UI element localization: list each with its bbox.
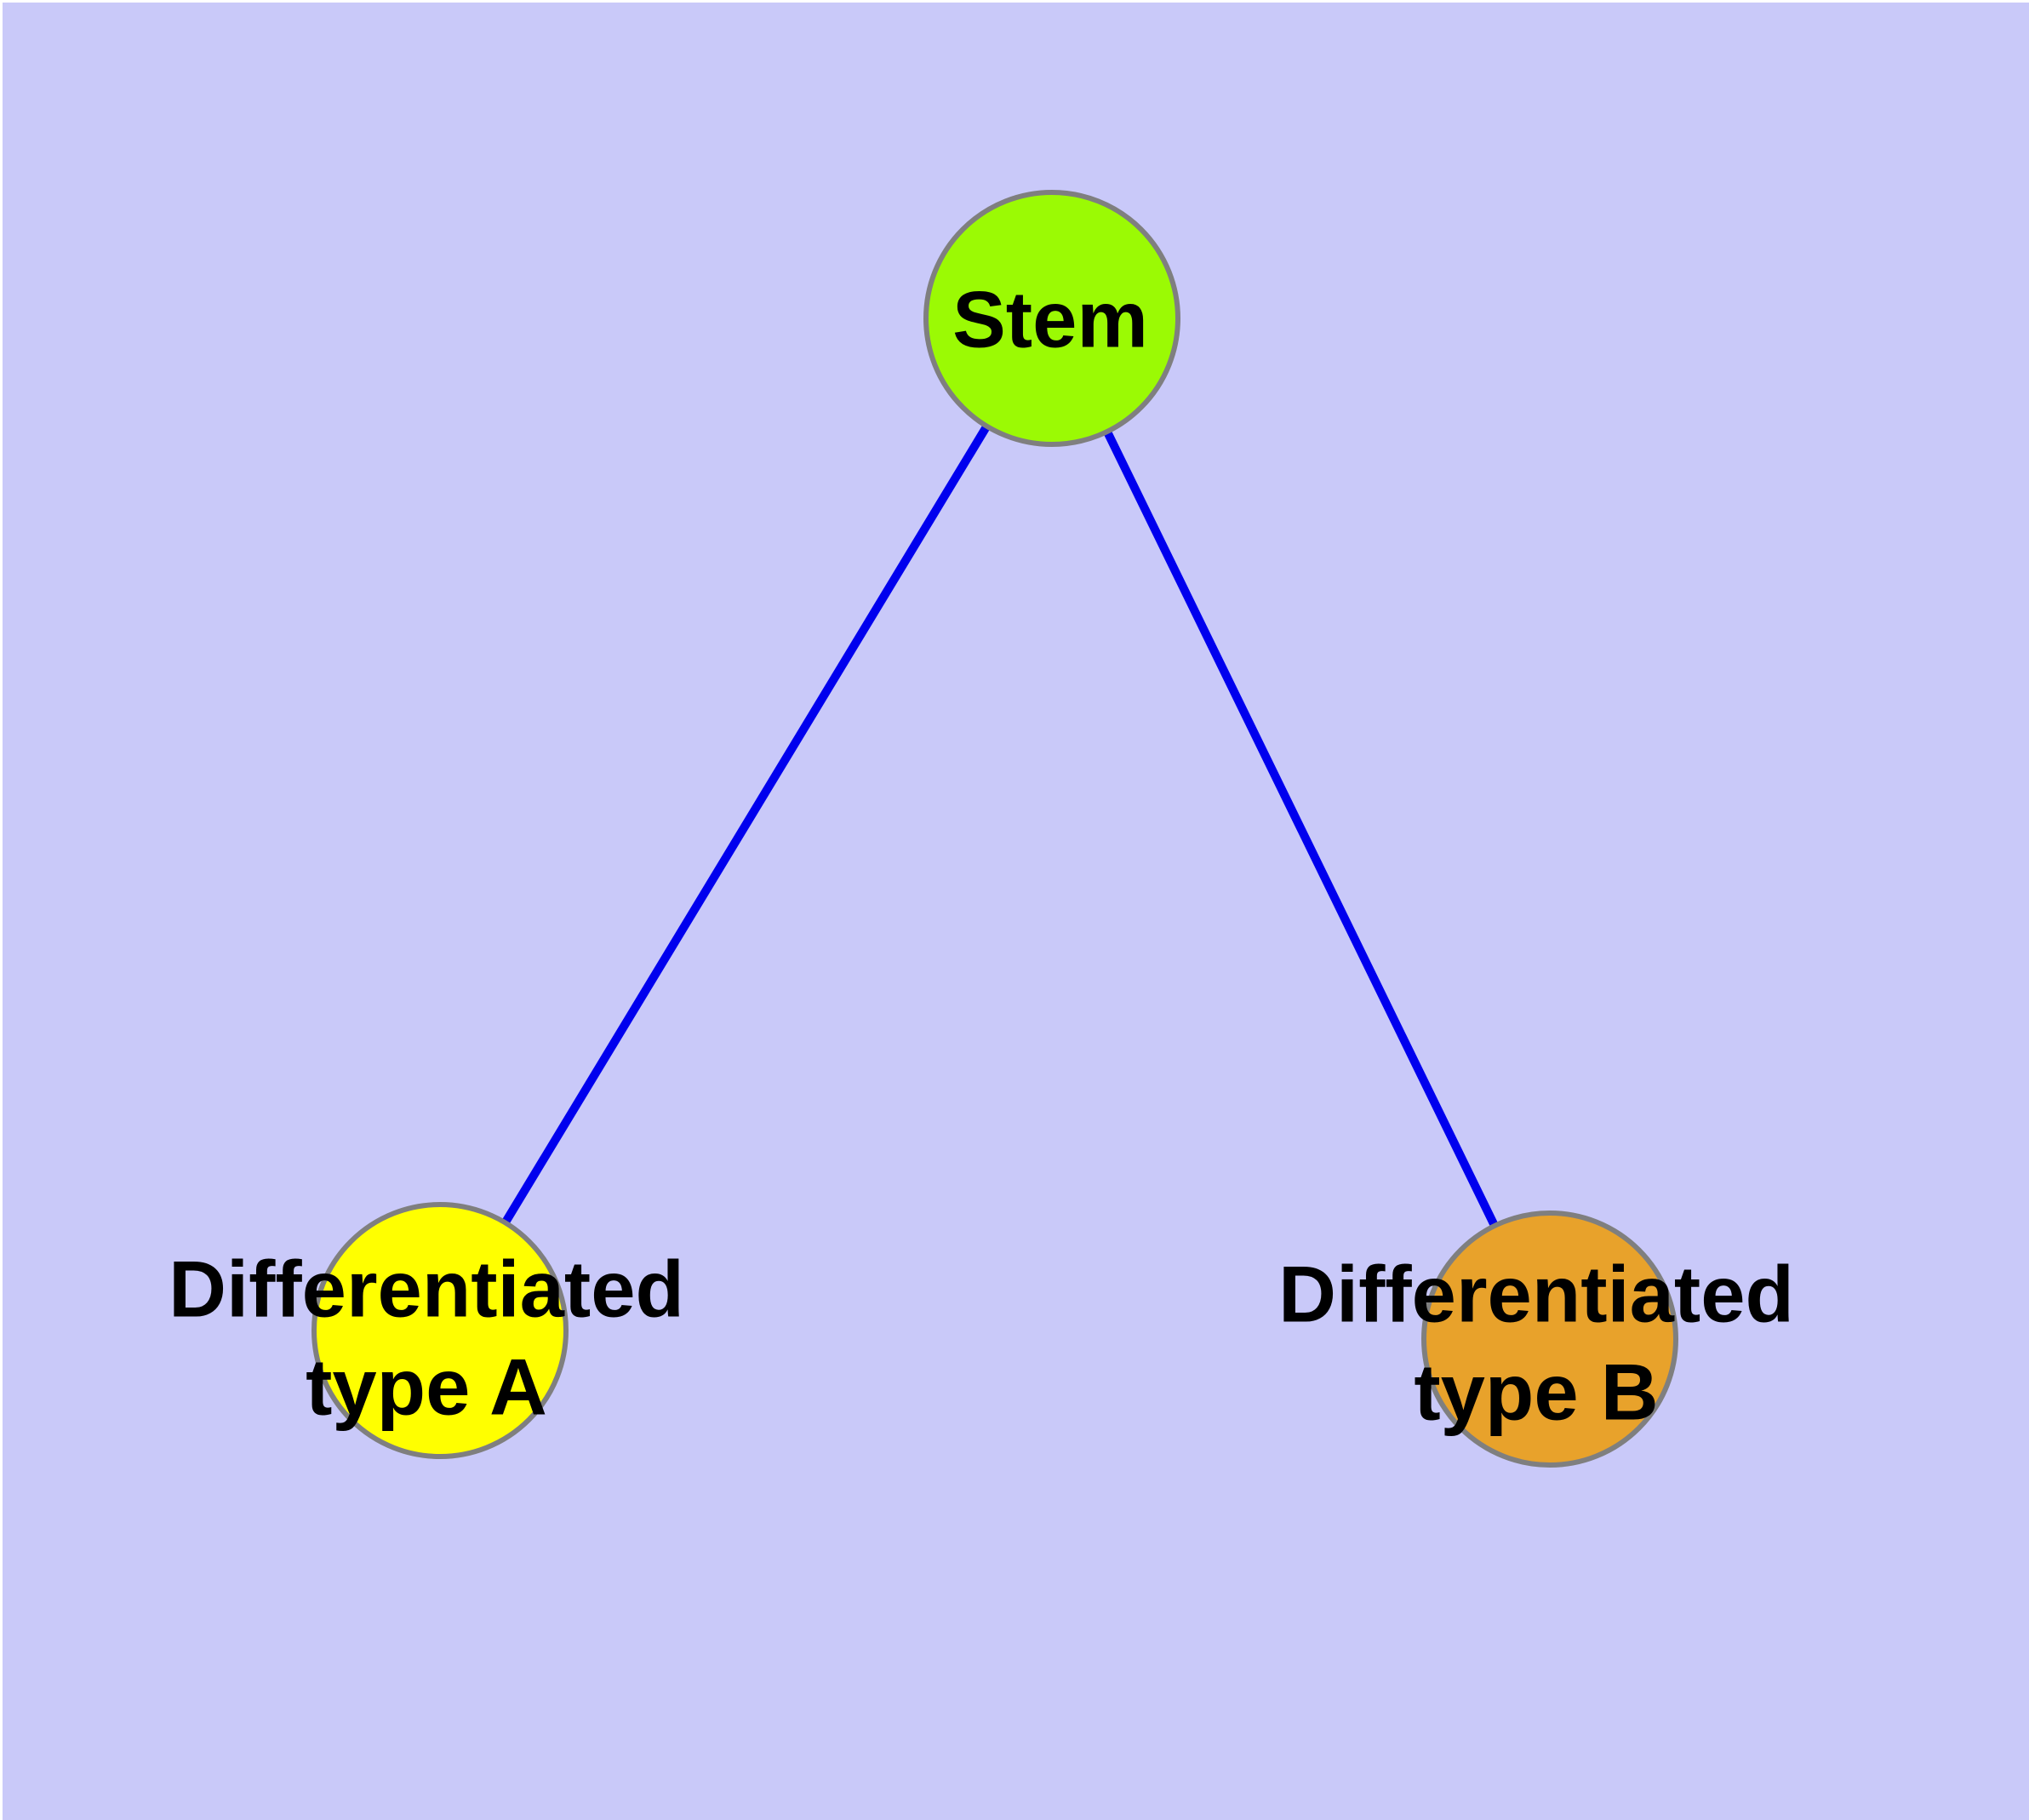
node-differentiated-type-b	[1421, 1210, 1678, 1468]
edge-stem-to-type-a	[436, 316, 1056, 1333]
edges-layer	[436, 316, 1554, 1342]
diagram-canvas: Stem Differentiated type A Differentiate…	[3, 3, 2029, 1820]
node-stem	[923, 190, 1180, 447]
node-differentiated-type-a-label: Differentiated type A	[169, 1244, 684, 1431]
edge-stem-to-type-b	[1048, 316, 1554, 1342]
node-differentiated-type-a	[311, 1202, 569, 1459]
node-differentiated-type-b-label: Differentiated type B	[1278, 1249, 1794, 1436]
node-stem-label: Stem	[952, 274, 1148, 364]
